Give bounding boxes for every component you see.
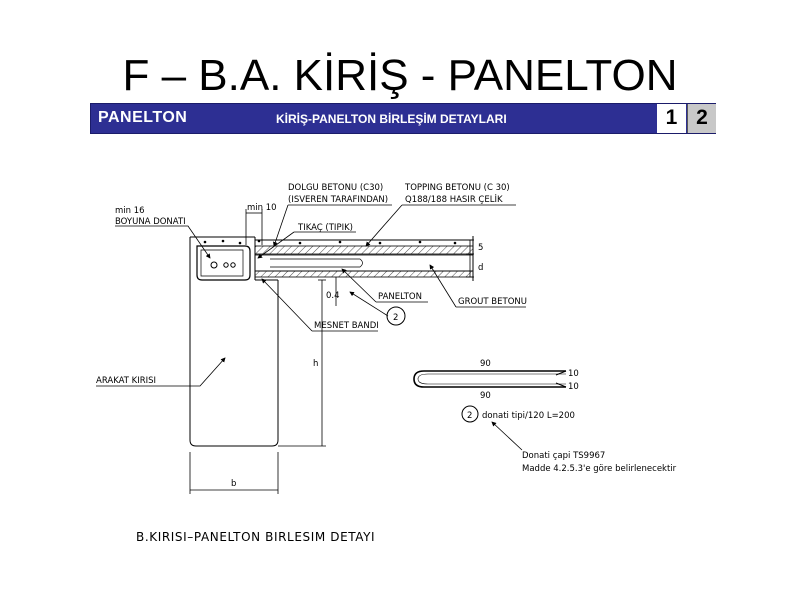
dim-h: h (313, 359, 318, 369)
leader-lines (96, 204, 526, 387)
callout-circle (386, 306, 406, 326)
hook-callout: 2 (467, 411, 472, 421)
hook-bottom-length: 90 (480, 391, 491, 401)
label-tikac: TIKAÇ (TIPIK) (297, 223, 353, 233)
label-mesnet: MESNET BANDI (314, 321, 379, 331)
label-dolgu-1: DOLGU BETONU (C30) (288, 183, 383, 193)
hook-end-top: 10 (568, 369, 579, 379)
label-grout: GROUT BETONU (458, 297, 527, 307)
page-number-2[interactable]: 2 (687, 104, 716, 133)
dim-b: b (231, 479, 236, 489)
labels: DOLGU BETONU (C30) (ISVEREN TARAFINDAN) … (96, 183, 527, 489)
hook-top-length: 90 (480, 359, 491, 369)
label-arakat: ARAKAT KIRISI (96, 376, 156, 386)
header-banner: PANELTON KİRİŞ-PANELTON BİRLEŞİM DETAYLA… (90, 103, 716, 134)
label-topping-1: TOPPING BETONU (C 30) (404, 183, 510, 193)
label-panelton: PANELTON (378, 292, 422, 302)
beam-section (189, 236, 279, 447)
panel-slab (254, 236, 474, 281)
dim-5: 5 (478, 243, 483, 253)
dim-04: 0.4 (326, 291, 340, 301)
slide-title: F – B.A. KİRİŞ - PANELTON (122, 51, 678, 100)
hook-bar-detail: 90 90 10 10 2 donati tipi/120 L=200 Dona… (413, 359, 677, 474)
hook-end-bottom: 10 (568, 382, 579, 392)
hook-note-2: Madde 4.2.5.3'e göre belirlenecektir (522, 464, 677, 474)
label-min16-1: min 16 (115, 206, 145, 216)
brand-logo: PANELTON (98, 109, 188, 126)
drawing-caption: B.KIRISI–PANELTON BIRLESIM DETAYI (136, 530, 375, 544)
label-dolgu-2: (ISVEREN TARAFINDAN) (288, 195, 388, 205)
label-min10: min 10 (247, 203, 277, 213)
callout-number: 2 (393, 313, 398, 323)
dim-d: d (478, 263, 483, 273)
dimension-lines (189, 209, 474, 494)
hook-note-1: Donati çapi TS9967 (522, 451, 605, 461)
label-topping-2: Q188/188 HASIR ÇELİK (405, 194, 503, 205)
label-min16-2: BOYUNA DONATI (115, 217, 186, 227)
banner-subtitle: KİRİŞ-PANELTON BİRLEŞİM DETAYLARI (276, 112, 507, 126)
page-number-1[interactable]: 1 (657, 104, 686, 133)
hook-spec: donati tipi/120 L=200 (482, 411, 575, 421)
